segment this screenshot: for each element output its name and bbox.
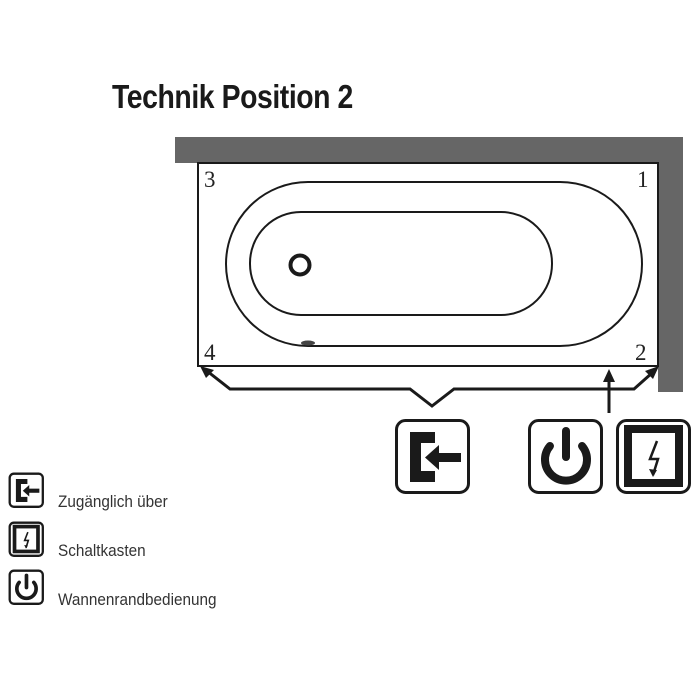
page-title: Technik Position 2 <box>112 78 353 115</box>
corner-label-3: 3 <box>204 167 216 192</box>
corner-label-4: 4 <box>204 340 216 365</box>
arrow-right-icon <box>645 366 659 379</box>
drain-icon <box>288 253 312 277</box>
wall <box>175 137 683 392</box>
legend-label-power: Wannenrandbedienung <box>58 590 217 609</box>
legend-access-door-icon <box>8 472 44 508</box>
access-door-icon <box>395 419 470 494</box>
overflow-icon <box>301 340 315 346</box>
legend-label-access: Zugänglich über <box>58 492 168 511</box>
legend-switch-box-icon <box>8 521 44 557</box>
switch-box-icon <box>616 419 691 494</box>
access-bracket <box>206 369 653 408</box>
legend-label-switch-box: Schaltkasten <box>58 541 146 560</box>
corner-label-1: 1 <box>637 167 649 192</box>
bathtub <box>197 162 659 367</box>
arrow-left-icon <box>200 366 214 378</box>
power-button-icon <box>528 419 603 494</box>
arrow-up-icon <box>603 369 615 382</box>
legend-power-button-icon <box>8 569 44 605</box>
corner-label-2: 2 <box>635 340 647 365</box>
